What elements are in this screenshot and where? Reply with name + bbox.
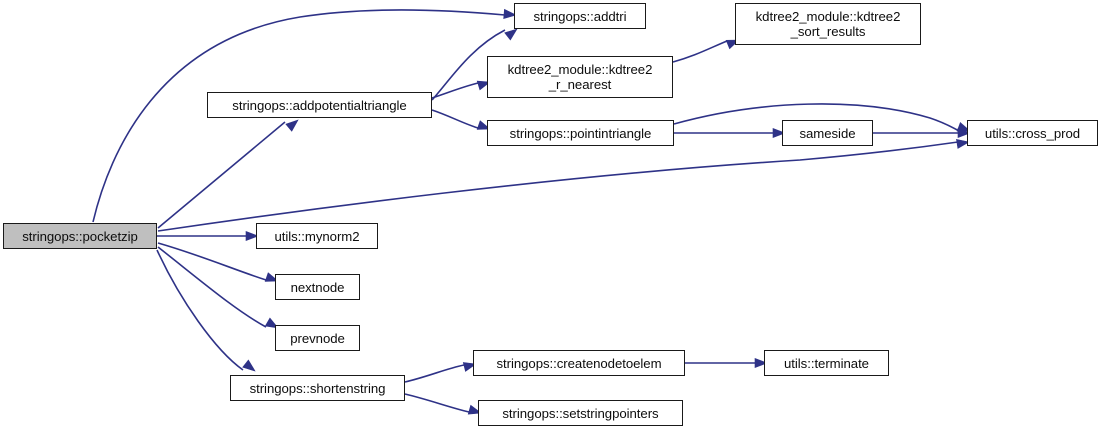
edge-addpotentialtriangle-to-pointintriangle (431, 109, 479, 129)
node-setstringpointers[interactable]: stringops::setstringpointers (478, 400, 683, 426)
node-sameside[interactable]: sameside (782, 120, 873, 146)
node-label-addpotentialtriangle: stringops::addpotentialtriangle (232, 97, 407, 113)
node-label-nextnode: nextnode (290, 279, 345, 295)
node-pocketzip[interactable]: stringops::pocketzip (3, 223, 157, 249)
node-label-sameside: sameside (799, 125, 856, 141)
node-cross_prod[interactable]: utils::cross_prod (967, 120, 1098, 146)
node-label-setstringpointers: stringops::setstringpointers (502, 405, 659, 421)
arrowhead-sameside-to-cross_prod (957, 127, 971, 139)
node-createnodetoelem[interactable]: stringops::createnodetoelem (473, 350, 685, 376)
node-label-terminate: utils::terminate (784, 355, 869, 371)
arrowhead-shortenstring-to-createnodetoelem (462, 362, 477, 372)
edge-pocketzip-to-shortenstring (156, 249, 244, 371)
node-label-pointintriangle: stringops::pointintriangle (509, 125, 652, 141)
node-label-kdtree2_sort_results: kdtree2_module::kdtree2 _sort_results (755, 9, 901, 39)
node-label-createnodetoelem: stringops::createnodetoelem (496, 355, 662, 371)
arrowhead-createnodetoelem-to-terminate (754, 357, 768, 369)
arrowhead-pocketzip-to-addpotentialtriangle (285, 119, 299, 132)
node-label-shortenstring: stringops::shortenstring (249, 380, 386, 396)
edge-pocketzip-to-addtri (92, 9, 506, 223)
arrowhead-pocketzip-to-nextnode (264, 272, 279, 282)
edge-addpotentialtriangle-to-addtri (431, 29, 506, 101)
edge-pocketzip-to-prevnode (157, 246, 267, 328)
node-addpotentialtriangle[interactable]: stringops::addpotentialtriangle (207, 92, 432, 118)
arrowhead-pocketzip-to-shortenstring (242, 359, 256, 372)
edge-addpotentialtriangle-to-kdtree2_r_nearest (431, 82, 479, 99)
edge-kdtree2_r_nearest-to-kdtree2_sort_results (672, 40, 728, 63)
node-pointintriangle[interactable]: stringops::pointintriangle (487, 120, 674, 146)
edge-pocketzip-to-addpotentialtriangle (157, 121, 286, 229)
node-nextnode[interactable]: nextnode (275, 274, 360, 300)
arrowhead-shortenstring-to-setstringpointers (467, 404, 482, 415)
edge-pocketzip-to-cross_prod (157, 141, 959, 232)
arrowhead-pocketzip-to-mynorm2 (245, 230, 259, 242)
node-addtri[interactable]: stringops::addtri (514, 3, 646, 29)
arrowhead-addpotentialtriangle-to-pointintriangle (476, 120, 491, 130)
arrowhead-pocketzip-to-addtri (503, 8, 517, 19)
arrowhead-pocketzip-to-prevnode (264, 317, 279, 329)
node-terminate[interactable]: utils::terminate (764, 350, 889, 376)
arrowhead-pointintriangle-to-sameside (772, 127, 786, 139)
node-label-prevnode: prevnode (290, 330, 345, 346)
edge-pointintriangle-to-cross_prod (673, 103, 960, 132)
arrowhead-addpotentialtriangle-to-kdtree2_r_nearest (476, 80, 491, 91)
node-shortenstring[interactable]: stringops::shortenstring (230, 375, 405, 401)
node-mynorm2[interactable]: utils::mynorm2 (256, 223, 378, 249)
node-label-cross_prod: utils::cross_prod (984, 125, 1081, 141)
node-label-pocketzip: stringops::pocketzip (22, 228, 138, 244)
node-label-addtri: stringops::addtri (533, 8, 627, 24)
arrowhead-pocketzip-to-cross_prod (956, 138, 970, 149)
node-kdtree2_sort_results[interactable]: kdtree2_module::kdtree2 _sort_results (735, 3, 921, 45)
edge-pocketzip-to-nextnode (157, 242, 267, 281)
node-label-kdtree2_r_nearest: kdtree2_module::kdtree2 _r_nearest (507, 62, 653, 92)
node-prevnode[interactable]: prevnode (275, 325, 360, 351)
edge-shortenstring-to-setstringpointers (404, 393, 470, 413)
node-label-mynorm2: utils::mynorm2 (274, 228, 360, 244)
arrowhead-addpotentialtriangle-to-addtri (504, 28, 518, 41)
node-kdtree2_r_nearest[interactable]: kdtree2_module::kdtree2 _r_nearest (487, 56, 673, 98)
edge-shortenstring-to-createnodetoelem (404, 364, 465, 383)
